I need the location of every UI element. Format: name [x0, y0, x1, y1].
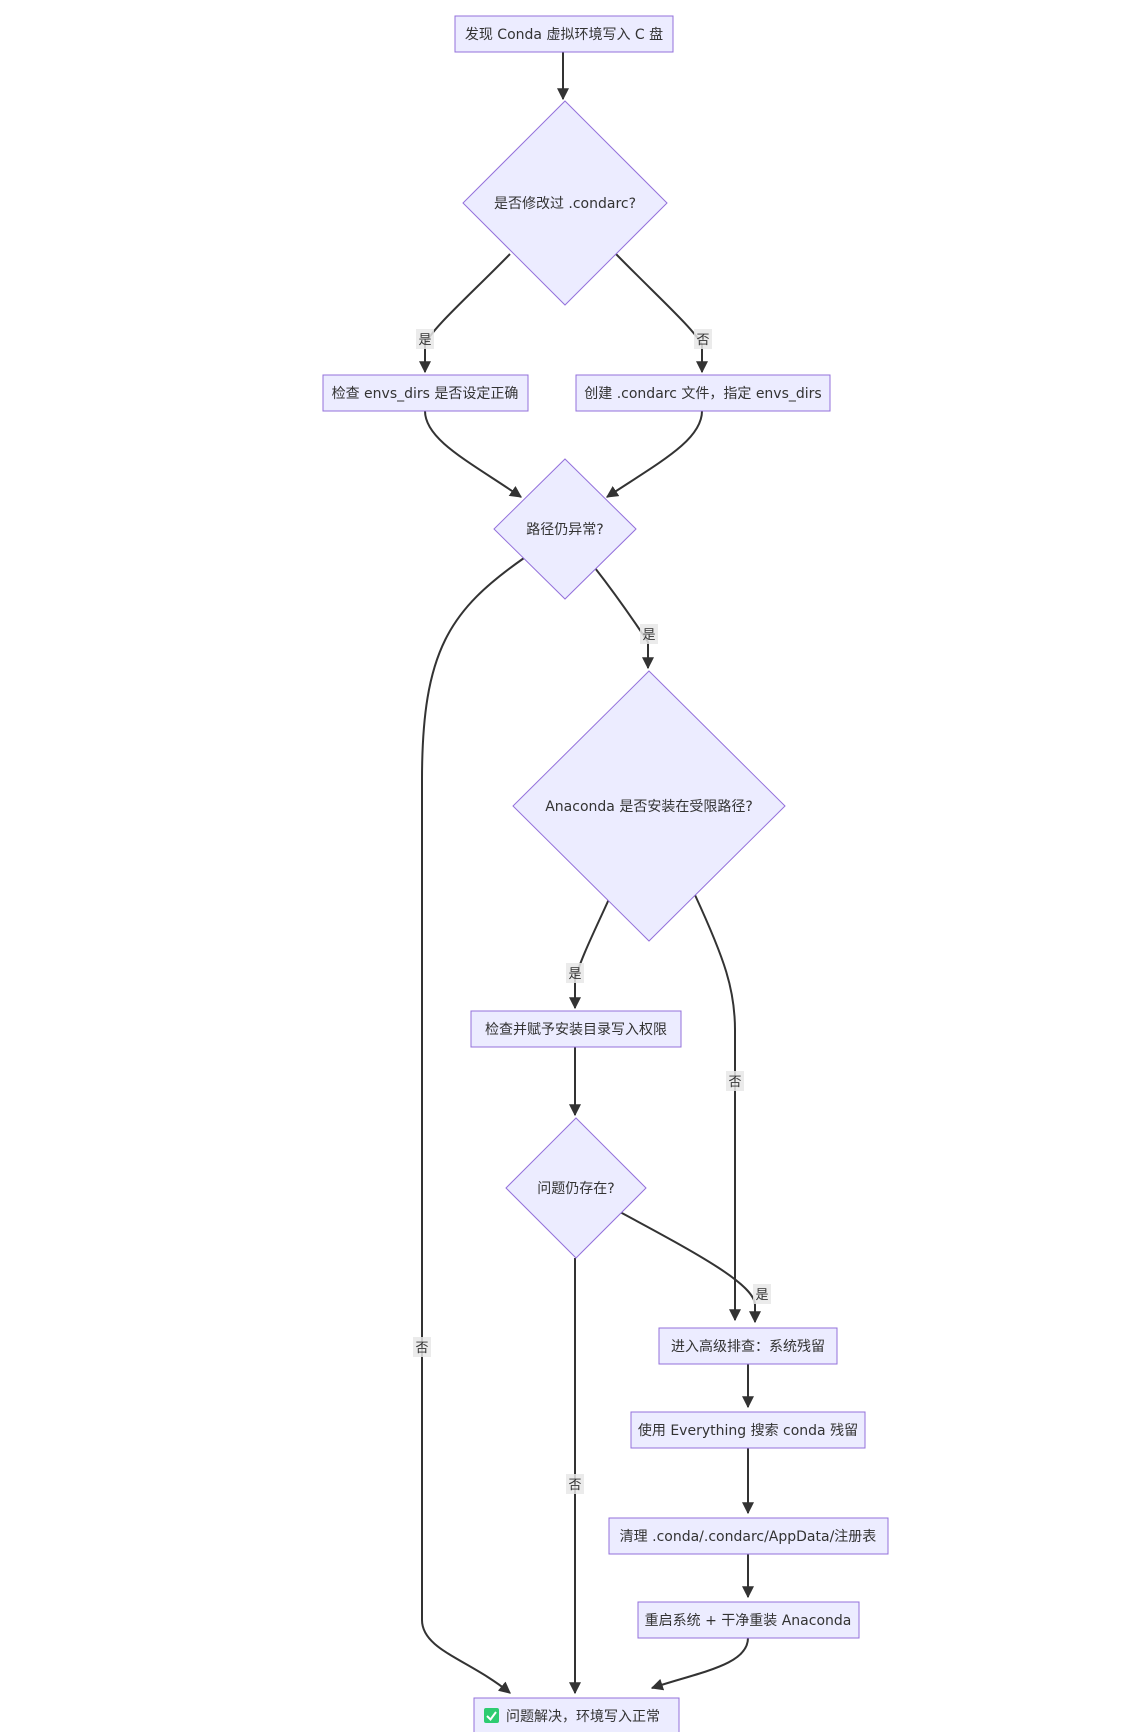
node-start[interactable]: 发现 Conda 虚拟环境写入 C 盘 — [454, 15, 674, 53]
edge-label-path-no: 否 — [415, 1341, 428, 1356]
node-q-path-abnormal[interactable]: 路径仍异常? — [493, 458, 637, 600]
edge-modified-no — [615, 253, 708, 374]
node-everything-search[interactable]: 使用 Everything 搜索 conda 残留 — [630, 1411, 866, 1449]
node-start-label: 发现 Conda 虚拟环境写入 C 盘 — [465, 26, 663, 43]
edge-label-restricted-yes: 是 — [568, 967, 581, 982]
node-q-modified-label: 是否修改过 .condarc? — [494, 196, 636, 212]
edge-reinstall-to-resolved — [650, 1637, 749, 1691]
edge-create-to-path — [605, 410, 703, 498]
edge-path-no — [421, 557, 525, 1694]
node-cleanup-label: 清理 .conda/.condarc/AppData/注册表 — [620, 1529, 877, 1545]
edge-check-to-path — [424, 410, 522, 498]
edge-path-yes — [594, 567, 654, 670]
edge-label-persists-no: 否 — [568, 1478, 581, 1493]
node-reinstall-label: 重启系统 + 干净重装 Anaconda — [645, 1613, 852, 1629]
node-advanced-check[interactable]: 进入高级排查：系统残留 — [658, 1327, 838, 1365]
node-cleanup[interactable]: 清理 .conda/.condarc/AppData/注册表 — [608, 1517, 889, 1555]
edges — [419, 52, 761, 1695]
edge-restricted-no — [694, 894, 741, 1322]
node-create-condarc-label: 创建 .condarc 文件，指定 envs_dirs — [584, 386, 821, 402]
edge-modified-yes — [419, 253, 511, 374]
node-resolved-label: 问题解决，环境写入正常 — [506, 1709, 660, 1725]
edge-label-persists-yes: 是 — [755, 1288, 768, 1303]
edge-labels: 是 否 是 否 是 否 是 否 — [413, 329, 771, 1494]
node-q-problem-persists-label: 问题仍存在? — [537, 1181, 614, 1197]
node-check-envs[interactable]: 检查 envs_dirs 是否设定正确 — [322, 374, 529, 412]
node-grant-permission[interactable]: 检查并赋予安装目录写入权限 — [470, 1010, 682, 1048]
node-q-modified[interactable]: 是否修改过 .condarc? — [462, 100, 668, 306]
edge-label-modified-no: 否 — [696, 333, 709, 348]
node-resolved[interactable]: 问题解决，环境写入正常 — [473, 1697, 680, 1732]
edge-label-path-yes: 是 — [642, 628, 655, 643]
edge-restricted-yes — [569, 898, 610, 1010]
node-reinstall[interactable]: 重启系统 + 干净重装 Anaconda — [637, 1601, 860, 1639]
edge-label-restricted-no: 否 — [728, 1075, 741, 1090]
nodes: 发现 Conda 虚拟环境写入 C 盘 是否修改过 .condarc? 检查 e… — [322, 15, 889, 1732]
node-advanced-check-label: 进入高级排查：系统残留 — [671, 1338, 825, 1355]
check-mark-icon — [484, 1708, 499, 1723]
node-q-path-abnormal-label: 路径仍异常? — [526, 522, 603, 538]
edge-label-modified-yes: 是 — [418, 333, 431, 348]
node-grant-permission-label: 检查并赋予安装目录写入权限 — [485, 1022, 667, 1038]
node-q-anaconda-restricted[interactable]: Anaconda 是否安装在受限路径? — [512, 670, 786, 942]
node-create-condarc[interactable]: 创建 .condarc 文件，指定 envs_dirs — [575, 374, 831, 412]
node-q-anaconda-restricted-label: Anaconda 是否安装在受限路径? — [545, 799, 753, 815]
node-check-envs-label: 检查 envs_dirs 是否设定正确 — [332, 386, 519, 402]
node-q-problem-persists[interactable]: 问题仍存在? — [505, 1117, 647, 1259]
node-everything-search-label: 使用 Everything 搜索 conda 残留 — [638, 1422, 858, 1439]
